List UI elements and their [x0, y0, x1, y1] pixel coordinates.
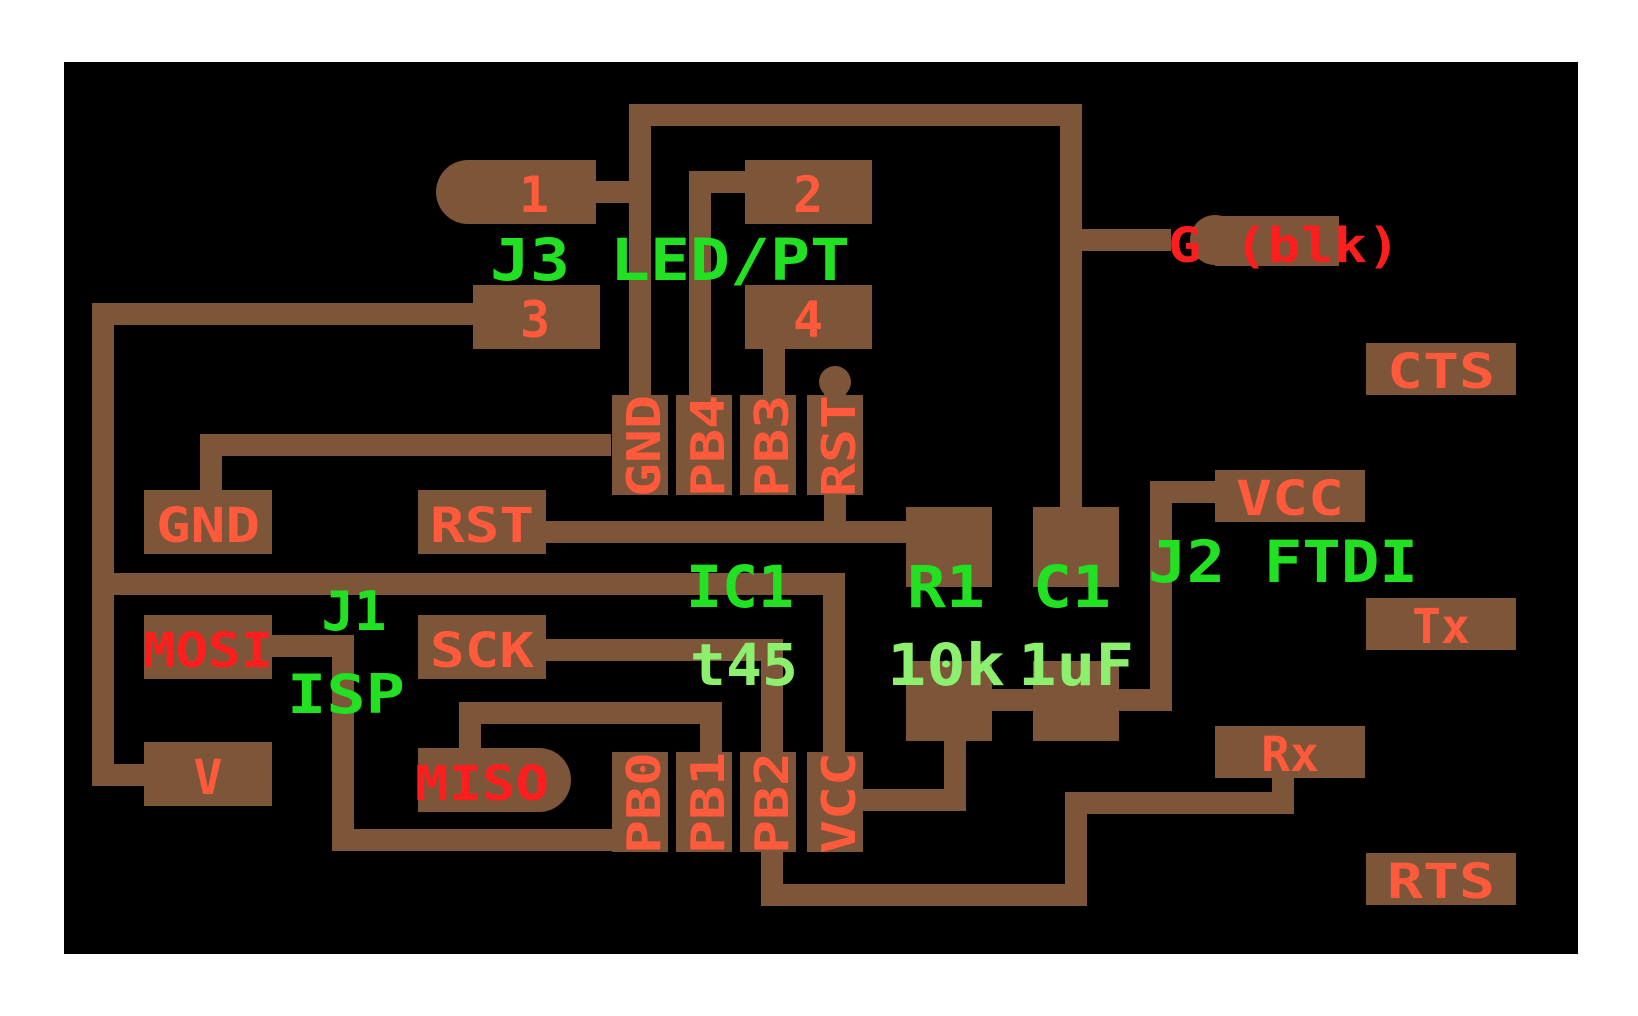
pad-ftdi-vcc	[1215, 470, 1365, 522]
pad-isp-sck	[418, 615, 546, 679]
pin-ic1-pb0	[612, 752, 668, 852]
trace-vcc	[92, 573, 845, 801]
component-label-j3: J3 LED/PT	[490, 226, 850, 294]
pad-label-j3-3: 3	[520, 291, 550, 349]
pad-ftdi-rts	[1366, 853, 1516, 905]
pin-ic1-pb3	[740, 395, 796, 495]
pad-label-ftdi-rx: Rx	[1261, 727, 1319, 783]
pin-ic1-rst	[807, 395, 863, 495]
component-sublabel-j1: ISP	[287, 663, 405, 726]
trace-j3-3	[92, 303, 484, 786]
pad-label-ftdi-rts: RTS	[1387, 854, 1495, 910]
pad-label-ftdi-cts: CTS	[1387, 344, 1495, 400]
pad-label-isp-sck: SCK	[430, 623, 534, 679]
pad-label-isp-miso: MISO	[415, 756, 549, 812]
pad-label-isp-gnd: GND	[156, 498, 260, 554]
pin-label-ic1-vcc: VCC	[812, 752, 866, 854]
pad-isp-rst	[418, 490, 546, 554]
pin-label-ic1-pb0: PB0	[617, 752, 671, 854]
pad-r1-bottom	[906, 661, 992, 741]
pad-label-isp-v: V	[194, 750, 223, 806]
trace-pb4	[689, 171, 751, 491]
pad-isp-gnd	[144, 490, 272, 554]
pad-label-ftdi-ground: G (blk)	[1168, 218, 1400, 274]
pad-isp-v	[144, 742, 272, 806]
trace-miso	[459, 702, 722, 801]
pad-ftdi-tx	[1366, 598, 1516, 650]
pad-label-j3-1: 1	[519, 166, 549, 224]
trace-pb2	[529, 639, 1294, 906]
pad-ftdi-cts	[1366, 343, 1516, 395]
pin-ic1-vcc	[807, 752, 863, 852]
pad-j3-2	[745, 160, 872, 224]
pin-label-ic1-pb3: PB3	[745, 395, 799, 497]
component-value-c1: 1uF	[1018, 631, 1134, 699]
component-value-ic1: t45	[690, 631, 798, 699]
pad-label-j3-4: 4	[793, 291, 823, 349]
pin-label-ic1-pb1: PB1	[681, 752, 735, 854]
pad-label-isp-mosi: MOSI	[143, 623, 273, 679]
pin-label-ic1-rst: RST	[812, 395, 866, 497]
pad-ftdi-rx	[1215, 726, 1365, 778]
trace-gnd-isp	[200, 434, 611, 511]
pin-label-ic1-gnd: GND	[617, 395, 671, 497]
pad-label-j3-2: 2	[793, 166, 823, 224]
pin-ic1-pb2	[740, 752, 796, 852]
pad-j3-3	[473, 285, 600, 349]
component-label-ic1: IC1	[686, 553, 794, 621]
pad-isp-miso	[418, 748, 542, 812]
pad-isp-mosi	[144, 615, 272, 679]
pad-c1-bottom	[1033, 661, 1119, 741]
trace-r1-vcc	[839, 704, 966, 811]
component-value-r1: 10k	[887, 631, 1005, 699]
pin-label-ic1-pb4: PB4	[681, 395, 735, 497]
pin-ic1-gnd	[612, 395, 668, 495]
component-label-c1: C1	[1033, 553, 1111, 621]
pad-ftdi-ground	[1215, 216, 1339, 266]
pin-ic1-pb4	[676, 395, 732, 495]
pad-end-rst	[819, 366, 851, 398]
pad-r1-top	[906, 507, 992, 587]
pad-c1-top	[1033, 507, 1119, 587]
pad-label-ftdi-tx: Tx	[1412, 599, 1470, 655]
component-label-r1: R1	[907, 553, 985, 621]
pad-label-isp-rst: RST	[430, 498, 534, 554]
pin-label-ic1-pb2: PB2	[745, 752, 799, 854]
pin-ic1-pb1	[676, 752, 732, 852]
trace-mosi	[259, 635, 661, 851]
component-label-j2: J2 FTDI	[1148, 528, 1418, 596]
component-label-j1: J1	[321, 580, 386, 643]
pad-j3-4	[745, 285, 872, 349]
pad-label-ftdi-vcc: VCC	[1236, 471, 1344, 527]
pad-j3-1	[468, 160, 596, 224]
